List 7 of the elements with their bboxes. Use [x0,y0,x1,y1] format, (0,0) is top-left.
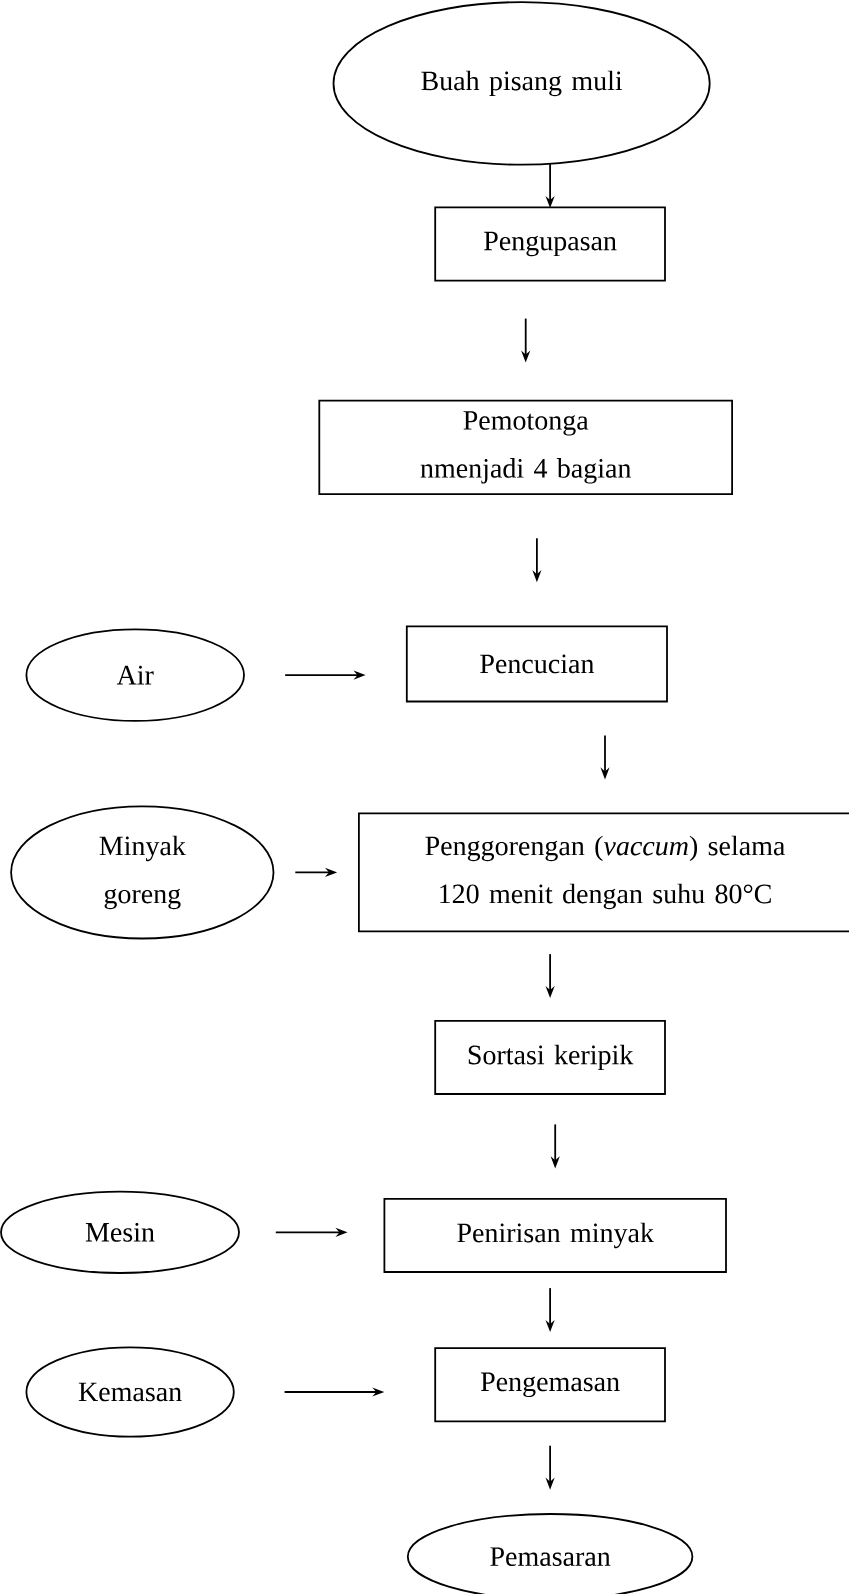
process-box: Pengupasan [434,206,666,282]
process-box: Penggorengan (vaccum) selama 120 menit dengan suhu 80°C [358,812,849,933]
process-box: Pemotonga nmenjadi 4 bagian [318,399,733,496]
process-box: Pencucian [405,625,668,703]
process-box: Pengemasan [434,1347,666,1423]
process-box: Penirisan minyak [383,1197,727,1273]
process-box: Sortasi keripik [434,1019,666,1095]
